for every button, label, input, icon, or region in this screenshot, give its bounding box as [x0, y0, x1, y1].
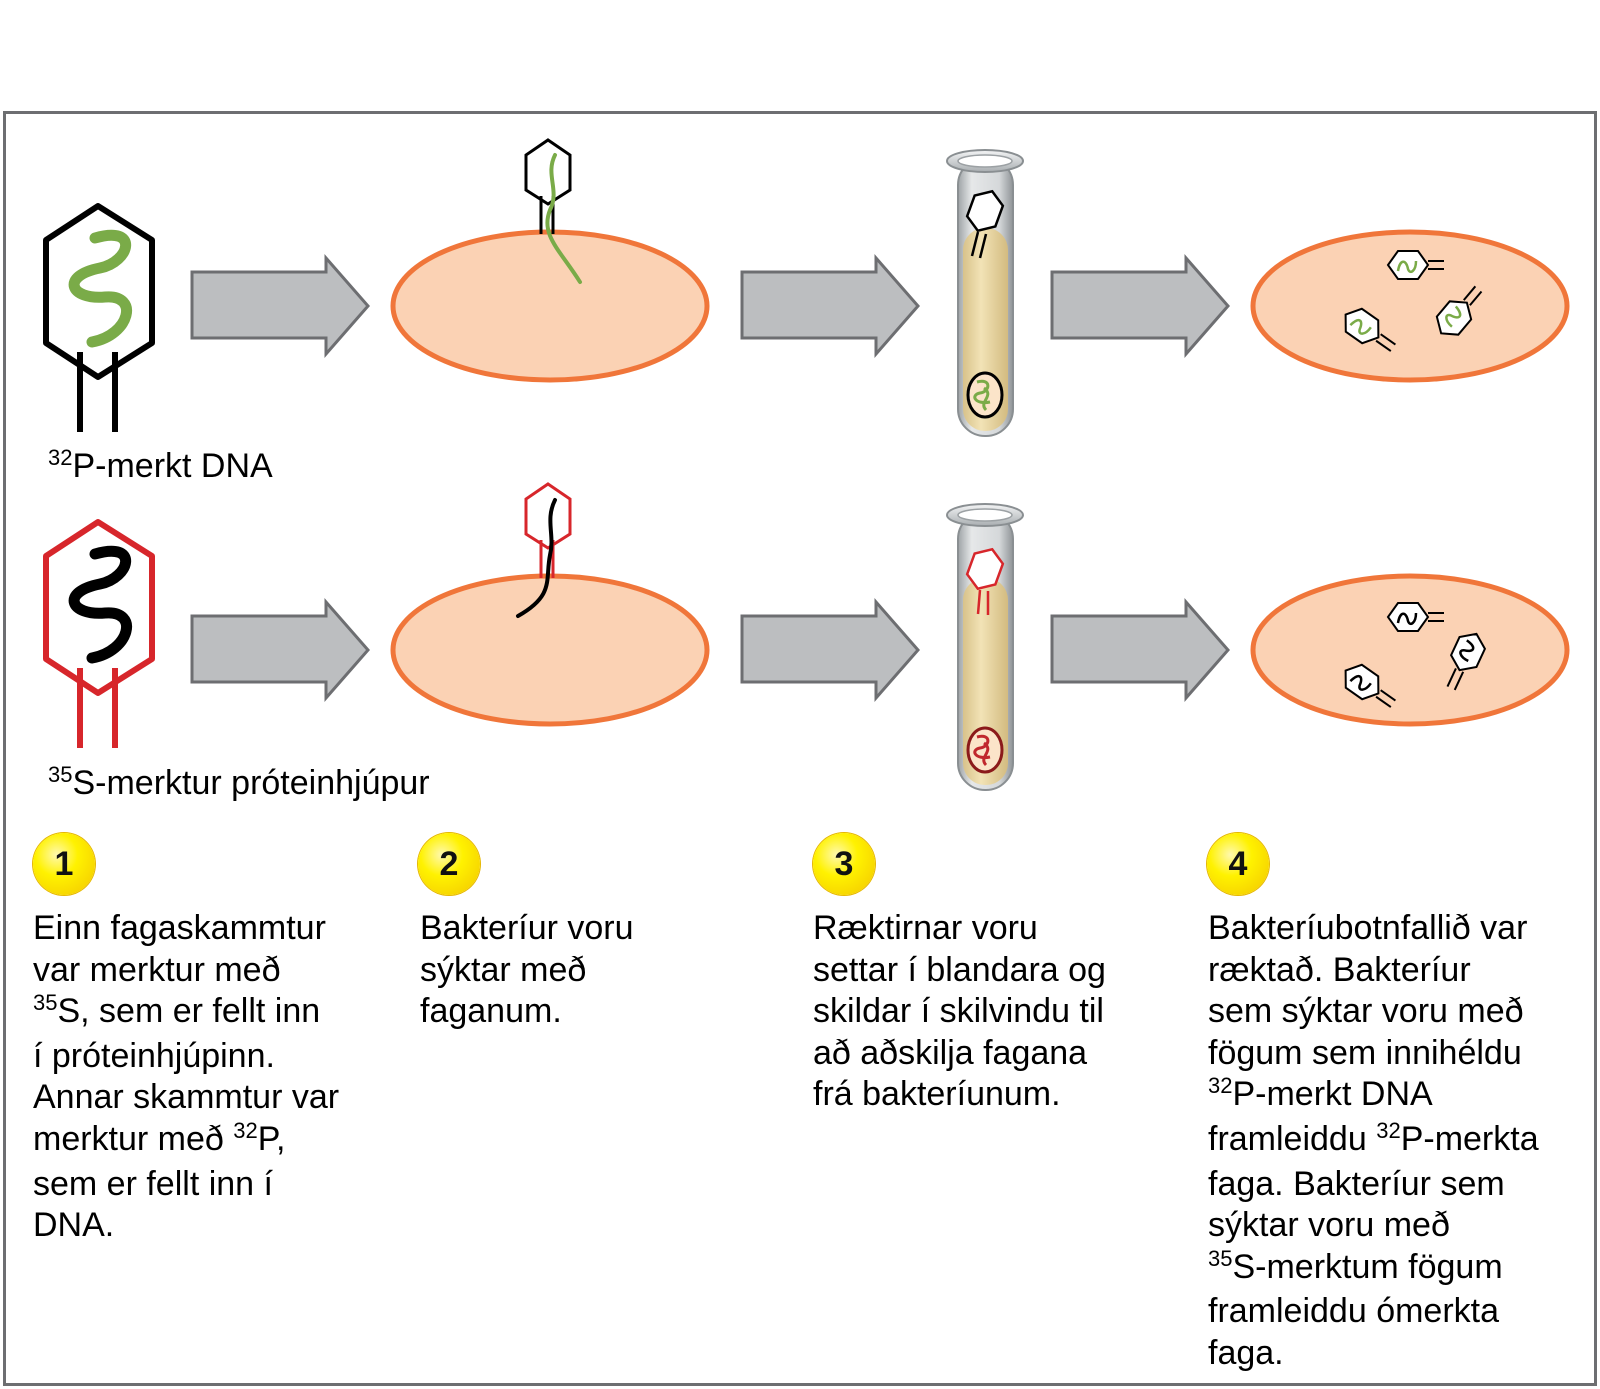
step-line-text: sýktar með [420, 950, 587, 989]
step-4-line: faga. Bakteríur sem [1208, 1164, 1588, 1206]
step-4-line: 35S-merktum fögum [1208, 1245, 1588, 1292]
step-2-line: Bakteríur voru [420, 908, 780, 950]
step-line-text: P-merkta [1400, 1119, 1539, 1158]
step-line-text: Ræktirnar voru [813, 909, 1038, 947]
step-4-line: framleiddu 32P-merkta [1208, 1117, 1588, 1164]
isotope-number: 32 [1208, 1073, 1233, 1099]
bacterium-row1-progeny [1250, 229, 1570, 383]
step-4-line: ræktað. Bakteríur [1208, 950, 1588, 992]
step-line-text: faganum. [420, 992, 562, 1031]
label-s35-isotope: 35 [48, 762, 73, 787]
step-4-line: sýktar voru með [1208, 1205, 1588, 1247]
arrow-row2-1 [190, 598, 370, 702]
step-line-text: í próteinhjúpinn. [33, 1036, 275, 1075]
step-4-badge: 4 [1207, 833, 1269, 895]
bacterium-row2-infected [390, 482, 710, 727]
step-line-text: faga. Bakteríur sem [1208, 1164, 1505, 1203]
step-1-line: Einn fagaskammtur [33, 908, 398, 950]
arrow-row1-3 [1050, 254, 1230, 358]
arrow-row1-2 [740, 254, 920, 358]
step-line-text: frá bakteríunum. [813, 1075, 1061, 1114]
step-line-text: S-merktum fögum [1232, 1247, 1503, 1286]
step-line-text: Bakteríur voru [420, 909, 634, 947]
step-3-line: Ræktirnar voru [813, 908, 1183, 950]
step-2-line: sýktar með [420, 950, 780, 992]
step-1-line: merktur með 32P, [33, 1117, 398, 1164]
arrow-row2-3 [1050, 598, 1230, 702]
label-p32-dna: 32P-merkt DNA [48, 445, 273, 487]
step-4-line: Bakteríubotnfallið var [1208, 908, 1588, 950]
step-line-text: skildar í skilvindu til [813, 992, 1104, 1031]
step-4-line: faga. [1208, 1333, 1588, 1375]
step-3-line: frá bakteríunum. [813, 1074, 1183, 1116]
step-2-line: faganum. [420, 991, 780, 1033]
step-3-line: settar í blandara og [813, 950, 1183, 992]
step-1-line: í próteinhjúpinn. [33, 1036, 398, 1078]
figure-frame [3, 111, 1597, 1386]
step-line-text: framleiddu [1208, 1119, 1377, 1158]
step-line-text: Annar skammtur var [33, 1078, 340, 1117]
step-line-text: settar í blandara og [813, 950, 1106, 989]
isotope-number: 35 [1208, 1245, 1233, 1271]
bacterium-row2-progeny [1250, 573, 1570, 727]
test-tube-row1 [946, 149, 1024, 437]
step-4-line: sem sýktar voru með [1208, 991, 1588, 1033]
step-line-text: Einn fagaskammtur [33, 909, 326, 947]
step-line-text: fögum sem innihéldu [1208, 1033, 1522, 1072]
step-2-badge: 2 [418, 833, 480, 895]
step-3-line: að aðskilja fagana [813, 1033, 1183, 1075]
label-p32-text: P-merkt DNA [72, 447, 273, 485]
arrow-row1-1 [190, 254, 370, 358]
step-line-text: P-merkt DNA [1232, 1075, 1433, 1114]
step-line-text: P, [257, 1119, 286, 1158]
step-line-text: DNA. [33, 1206, 115, 1245]
test-tube-row2 [946, 503, 1024, 791]
step-line-text: að aðskilja fagana [813, 1033, 1088, 1072]
step-4-line: 32P-merkt DNA [1208, 1073, 1588, 1119]
step-line-text: merktur með [33, 1119, 234, 1158]
label-s35-text: S-merktur próteinhjúpur [72, 764, 430, 802]
arrow-row2-2 [740, 598, 920, 702]
bacterium-row1-infected [390, 138, 710, 383]
isotope-number: 32 [1376, 1117, 1401, 1143]
step-1-line: Annar skammtur var [33, 1077, 398, 1119]
step-line-text: sem sýktar voru með [1208, 992, 1524, 1031]
isotope-number: 32 [233, 1117, 258, 1143]
label-s35-protein: 35S-merktur próteinhjúpur [48, 762, 430, 804]
step-3-line: skildar í skilvindu til [813, 991, 1183, 1033]
step-4-line: framleiddu ómerkta [1208, 1291, 1588, 1333]
step-1-line: DNA. [33, 1205, 398, 1247]
step-line-text: framleiddu ómerkta [1208, 1292, 1500, 1331]
step-3-badge: 3 [813, 833, 875, 895]
step-1-line: 35S, sem er fellt inn [33, 990, 398, 1036]
step-line-text: S, sem er fellt inn [57, 992, 321, 1031]
step-line-text: sem er fellt inn í [33, 1164, 273, 1203]
phage-s35-large [43, 519, 155, 748]
step-line-text: Bakteríubotnfallið var [1208, 909, 1528, 947]
step-1-line: var merktur með [33, 950, 398, 992]
step-1-line: sem er fellt inn í [33, 1164, 398, 1206]
isotope-number: 35 [33, 990, 58, 1016]
step-line-text: var merktur með [33, 950, 281, 989]
step-4-line: fögum sem innihéldu [1208, 1033, 1588, 1075]
step-line-text: ræktað. Bakteríur [1208, 950, 1471, 989]
step-1-badge: 1 [33, 833, 95, 895]
step-line-text: faga. [1208, 1333, 1284, 1372]
phage-p32-large [43, 203, 155, 432]
step-line-text: sýktar voru með [1208, 1206, 1450, 1245]
label-p32-isotope: 32 [48, 445, 73, 470]
